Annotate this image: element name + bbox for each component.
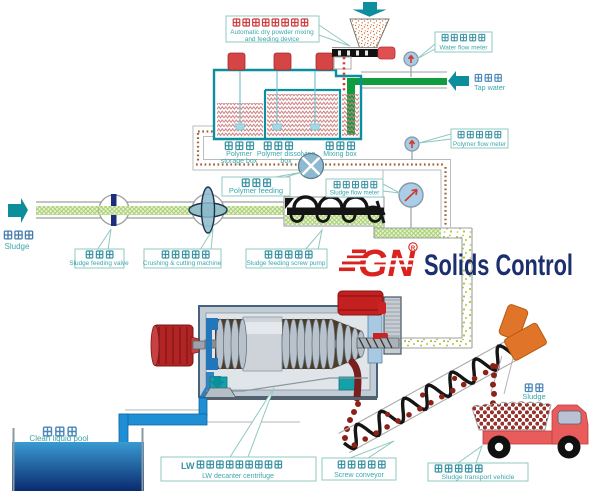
svg-text:Automatic dry powder mixing: Automatic dry powder mixing bbox=[230, 29, 314, 36]
svg-text:Polymer flow meter: Polymer flow meter bbox=[453, 141, 506, 148]
svg-text:Sludge flow meter: Sludge flow meter bbox=[330, 190, 380, 197]
svg-text:GN: GN bbox=[358, 243, 417, 285]
svg-text:Sludge feeding screw pump: Sludge feeding screw pump bbox=[247, 260, 326, 267]
svg-text:R: R bbox=[411, 246, 416, 252]
svg-text:Polymer dissolving: Polymer dissolving bbox=[257, 151, 315, 158]
svg-text:Polymer: Polymer bbox=[226, 151, 252, 158]
svg-text:Sludge feeding valve: Sludge feeding valve bbox=[69, 260, 129, 267]
svg-text:Solids Control: Solids Control bbox=[424, 249, 573, 282]
svg-text:Crushing & cutting machine: Crushing & cutting machine bbox=[143, 260, 222, 267]
svg-text:Screw conveyor: Screw conveyor bbox=[334, 472, 384, 479]
svg-text:and feeding device: and feeding device bbox=[245, 36, 300, 43]
svg-text:Clean liquid pool: Clean liquid pool bbox=[29, 434, 88, 443]
svg-text:Sludge: Sludge bbox=[522, 392, 545, 401]
svg-text:Polymer feeding: Polymer feeding bbox=[229, 186, 283, 195]
svg-text:Sludge transport vehicle: Sludge transport vehicle bbox=[442, 474, 515, 481]
svg-text:Sludge: Sludge bbox=[5, 242, 30, 251]
svg-text:Mixing box: Mixing box bbox=[323, 151, 357, 158]
svg-text:LW decanter centrifuge: LW decanter centrifuge bbox=[202, 473, 274, 480]
svg-text:Tap water: Tap water bbox=[474, 83, 506, 92]
svg-text:Water flow meter: Water flow meter bbox=[439, 45, 488, 52]
svg-text:storage box: storage box bbox=[221, 158, 258, 165]
svg-text:LW: LW bbox=[181, 461, 195, 471]
svg-text:box: box bbox=[280, 158, 292, 165]
